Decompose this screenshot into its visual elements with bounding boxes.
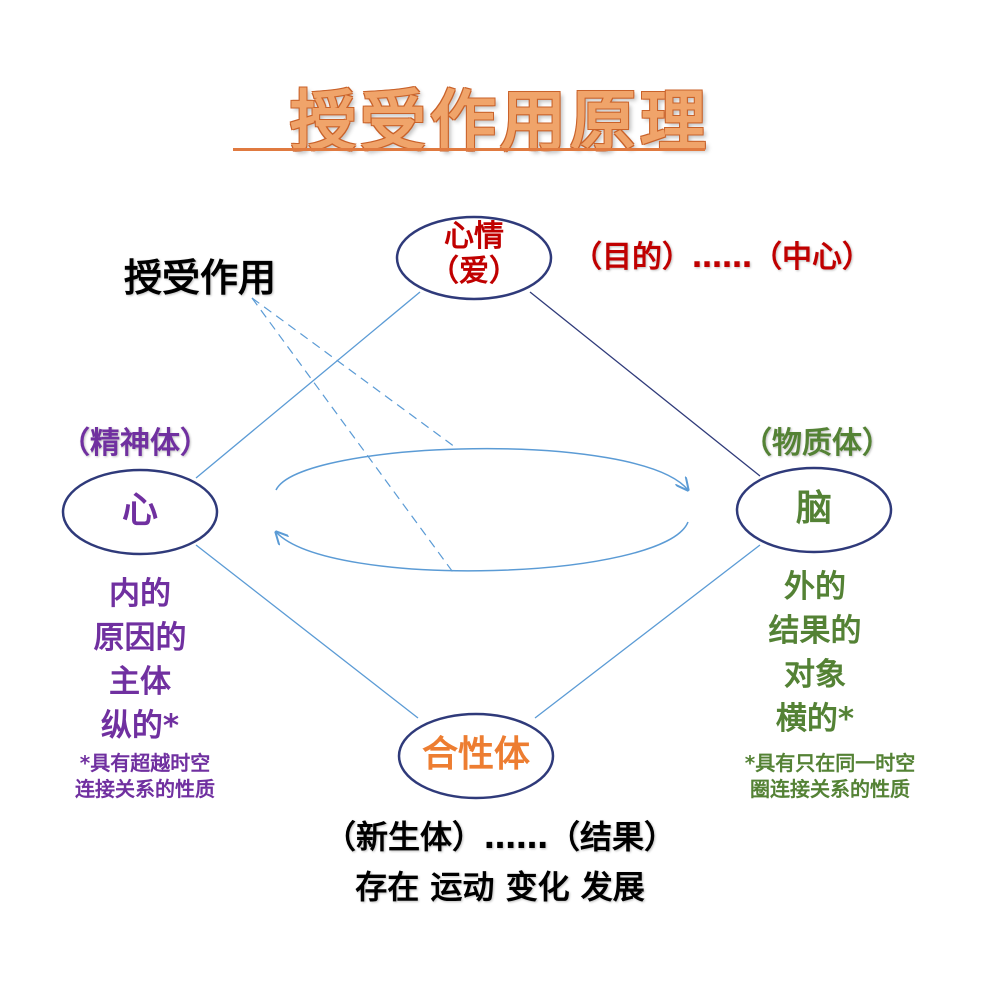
cycle-arrow-lower [276, 521, 689, 572]
right-attr-1: 外的 [784, 569, 846, 605]
matter-heading: （物质体） [742, 426, 892, 461]
title-underline [233, 148, 705, 151]
node-top-line2: （爱） [429, 253, 519, 289]
spirit-heading: （精神体） [60, 426, 210, 461]
left-note: *具有超越时空 连接关系的性质 [40, 750, 250, 802]
node-right-label: 脑 [795, 488, 832, 529]
node-top-label: 心情 （爱） [397, 219, 551, 289]
bottom-annotation: （新生体）……（结果） [323, 818, 676, 856]
cycle-arrow-upper [275, 448, 688, 490]
shoushou-label: 授受作用 [124, 256, 277, 300]
node-top-ellipse [395, 215, 553, 301]
left-note-line-1: *具有超越时空 [79, 751, 211, 775]
node-bottom-label: 合性体 [421, 734, 530, 775]
right-note-line-1: *具有只在同一时空 [744, 751, 916, 775]
left-attr-4: 纵的* [100, 708, 180, 744]
pointer-line-2 [251, 297, 456, 576]
right-note: *具有只在同一时空 圈连接关系的性质 [700, 750, 960, 802]
pointer-line-1 [251, 297, 456, 448]
right-attr-4: 横的* [775, 701, 855, 737]
left-attr-1: 内的 [109, 576, 171, 612]
line-top-left [195, 291, 421, 479]
node-bottom-ellipse [397, 712, 555, 800]
left-attr-3: 主体 [109, 664, 171, 700]
right-note-line-2: 圈连接关系的性质 [750, 777, 910, 801]
diagram-title: 授受作用原理 [290, 82, 710, 160]
right-attributes: 外的 结果的 对象 横的* [740, 565, 890, 741]
node-left-label: 心 [121, 490, 158, 531]
top-annotation: （目的）……（中心） [572, 240, 872, 275]
right-attr-3: 对象 [784, 657, 846, 693]
node-left-ellipse [61, 468, 219, 556]
node-top-line1: 心情 [444, 219, 504, 254]
bottom-words: 存在 运动 变化 发展 [355, 868, 645, 906]
right-attr-2: 结果的 [768, 613, 862, 649]
left-attr-2: 原因的 [93, 620, 187, 656]
left-attributes: 内的 原因的 主体 纵的* [60, 572, 220, 748]
line-right-bottom [534, 544, 761, 719]
line-top-right [529, 291, 761, 477]
line-left-bottom [195, 544, 419, 719]
left-note-line-2: 连接关系的性质 [75, 777, 215, 801]
node-right-ellipse [735, 466, 893, 554]
